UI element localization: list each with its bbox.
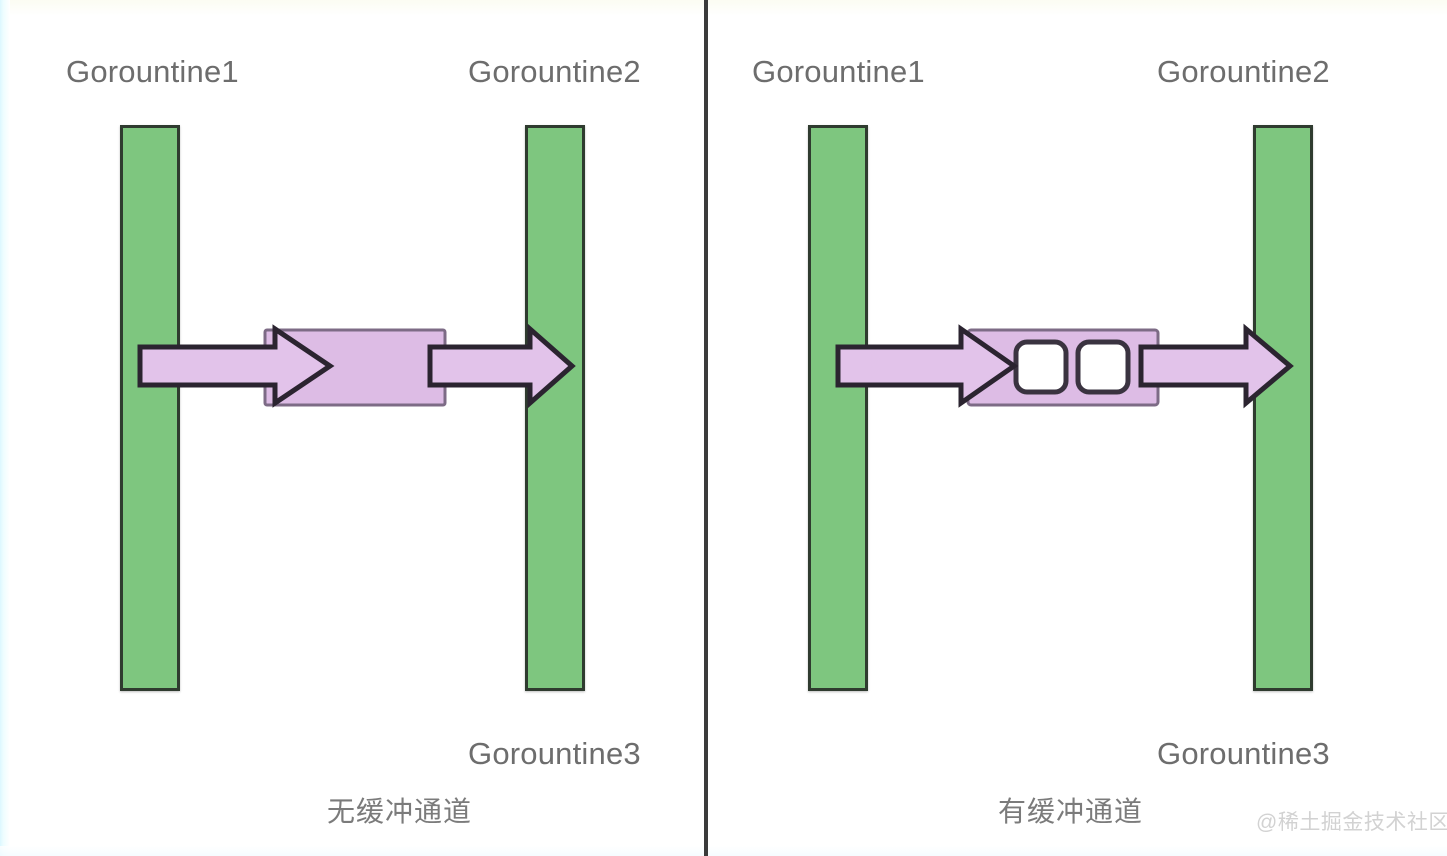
label-goroutine1-left: Gorountine1 <box>66 54 239 89</box>
buffered-channel-graphic <box>835 323 1294 409</box>
receive-arrow-buffered <box>1138 323 1294 409</box>
goroutine2-lifeline-left <box>525 125 585 691</box>
watermark-text: @稀土掘金技术社区 <box>1256 811 1447 834</box>
goroutine2-lifeline-right <box>1253 125 1313 691</box>
goroutine1-lifeline-right <box>808 125 868 691</box>
buffer-slot-2 <box>1075 339 1131 395</box>
label-goroutine2-right: Gorountine2 <box>1157 54 1330 89</box>
unbuffered-channel-graphic <box>137 323 576 409</box>
label-goroutine3-right: Gorountine3 <box>1157 736 1330 771</box>
buffer-slot-1 <box>1013 339 1069 395</box>
send-arrow-unbuffered <box>137 324 335 408</box>
label-goroutine3-left: Gorountine3 <box>468 736 641 771</box>
label-goroutine2-left: Gorountine2 <box>468 54 641 89</box>
panel-buffered-channel: Gorountine1 Gorountine2 Gorountine3 有缓冲通… <box>710 0 1447 856</box>
goroutine1-lifeline-left <box>120 125 180 691</box>
caption-unbuffered-channel: 无缓冲通道 <box>327 796 473 827</box>
caption-buffered-channel: 有缓冲通道 <box>998 796 1144 827</box>
panel-unbuffered-channel: Gorountine1 Gorountine2 Gorountine3 无缓冲通… <box>0 0 706 856</box>
receive-arrow-unbuffered <box>427 323 576 409</box>
label-goroutine1-right: Gorountine1 <box>752 54 925 89</box>
send-arrow-buffered <box>835 324 1019 408</box>
panel-divider <box>704 0 708 856</box>
